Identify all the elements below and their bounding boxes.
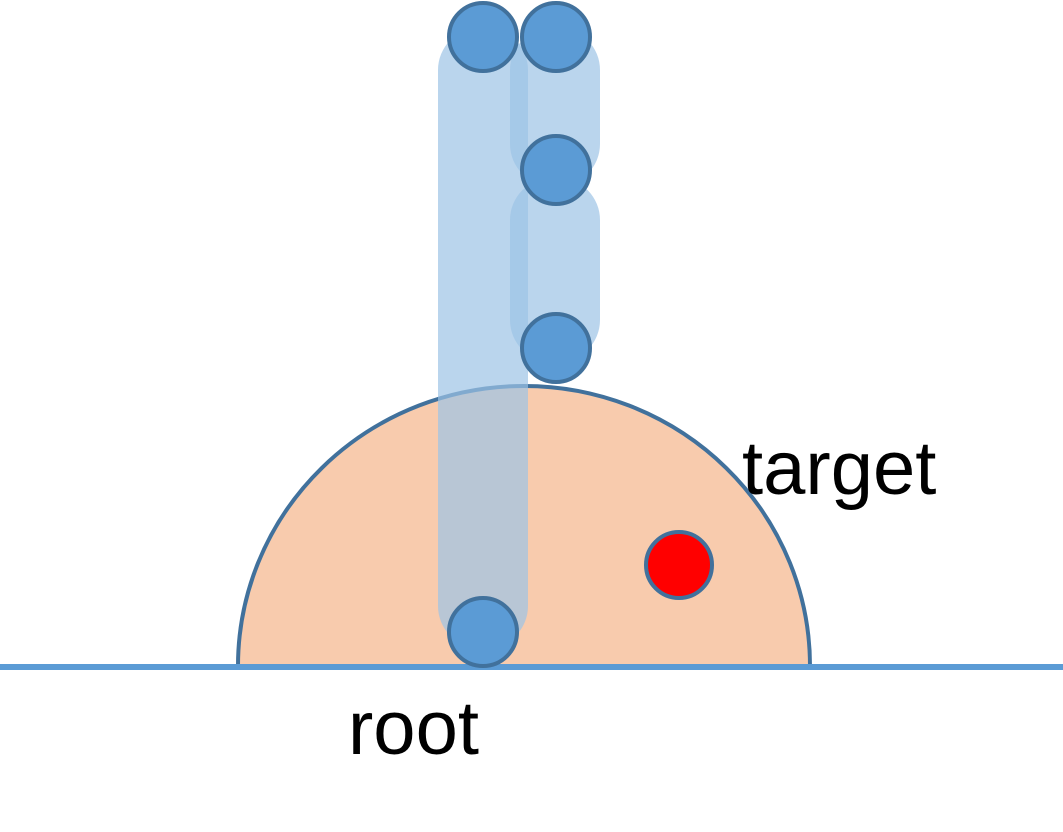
joint-middle [520, 134, 592, 206]
arm-link-long [438, 28, 528, 648]
target-point [644, 530, 714, 600]
joint-top-right [520, 1, 592, 73]
joint-lower [520, 312, 592, 384]
joint-root [447, 596, 519, 668]
root-label: root [348, 686, 479, 771]
joint-top-left [447, 1, 519, 73]
arm-link-middle [510, 178, 600, 362]
target-label: target [742, 426, 936, 511]
